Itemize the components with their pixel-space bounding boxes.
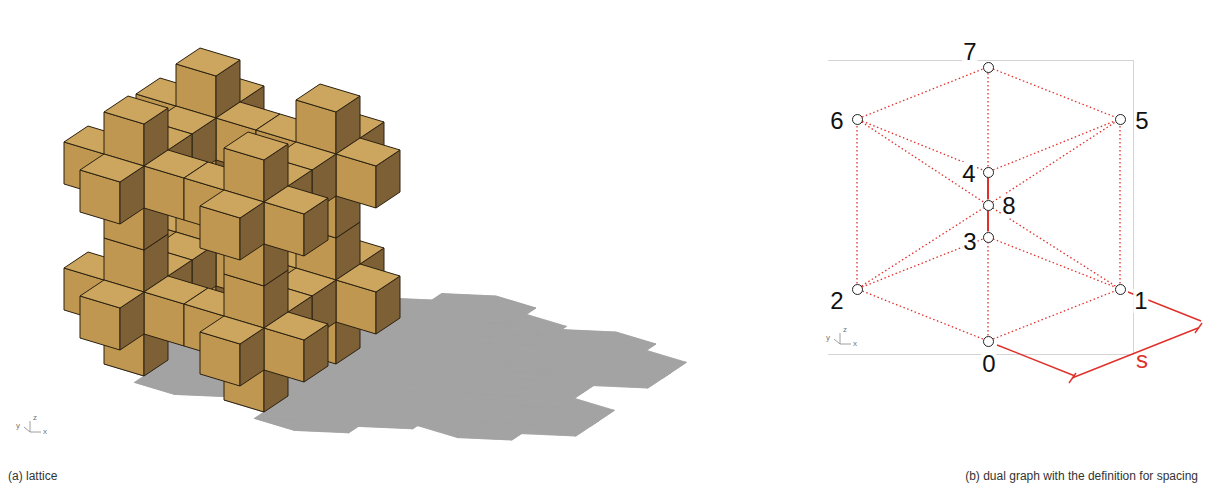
graph-edge bbox=[987, 73, 988, 167]
cube-face bbox=[336, 264, 400, 292]
graph-edge bbox=[862, 291, 983, 339]
cube-face bbox=[358, 410, 436, 428]
graph-edge bbox=[993, 69, 1115, 117]
cube-face bbox=[264, 186, 328, 214]
cube-face bbox=[458, 306, 536, 324]
cube-face bbox=[80, 154, 144, 182]
axis-label: x bbox=[853, 340, 857, 349]
axis-label: y bbox=[16, 422, 20, 431]
cube-face bbox=[430, 362, 508, 380]
vertex-number: 1 bbox=[1133, 289, 1148, 313]
graph-edge bbox=[856, 125, 857, 284]
spacing-dimension bbox=[997, 292, 1202, 383]
vertex-number: 4 bbox=[961, 162, 976, 186]
cube-face bbox=[200, 190, 264, 218]
graph-vertex: 1 bbox=[1115, 284, 1126, 295]
graph-vertex: 3 bbox=[983, 232, 994, 243]
graph-edge bbox=[993, 208, 1116, 286]
cube-face bbox=[264, 312, 328, 340]
cube-face bbox=[176, 48, 240, 76]
axis-label: y bbox=[826, 334, 830, 343]
cube-face bbox=[296, 84, 360, 112]
graph-edge bbox=[987, 178, 989, 200]
vertex-number: 6 bbox=[829, 109, 844, 133]
cube-lattice bbox=[64, 48, 400, 412]
graph-edge bbox=[862, 122, 984, 202]
axis-label: z bbox=[33, 414, 37, 423]
graph-edge bbox=[987, 211, 989, 232]
graph-edge bbox=[1119, 125, 1120, 284]
vertex-number: 8 bbox=[1001, 194, 1016, 218]
graph-vertex: 4 bbox=[983, 167, 994, 178]
graph-edge bbox=[862, 69, 983, 117]
graph-vertex: 8 bbox=[983, 200, 994, 211]
cube-face bbox=[200, 316, 264, 344]
graph-edge bbox=[993, 239, 1115, 287]
graph-edge bbox=[987, 243, 988, 336]
graph-vertex: 5 bbox=[1115, 114, 1126, 125]
graph-vertex: 2 bbox=[852, 284, 863, 295]
graph-edge bbox=[862, 208, 984, 286]
panel-caption: (b) dual graph with the definition for s… bbox=[965, 470, 1198, 483]
graph-edge bbox=[993, 291, 1115, 339]
cube-face bbox=[336, 138, 400, 166]
axis-label: x bbox=[43, 428, 47, 437]
graph-edge bbox=[993, 122, 1116, 202]
cube-face bbox=[342, 382, 420, 400]
axis-icon bbox=[24, 333, 851, 432]
cube-face bbox=[522, 418, 600, 436]
cube-face bbox=[224, 132, 288, 160]
vertex-number: 0 bbox=[981, 352, 996, 376]
vertex-number: 5 bbox=[1134, 109, 1149, 133]
cube-face bbox=[506, 390, 584, 408]
cube-face bbox=[594, 370, 672, 388]
vertex-number: 7 bbox=[962, 40, 977, 64]
cube-face bbox=[578, 342, 656, 360]
vertex-number: 3 bbox=[962, 230, 977, 254]
cube-face bbox=[104, 96, 168, 124]
panel-caption: (a) lattice bbox=[8, 470, 57, 483]
dimension-label: s bbox=[1136, 347, 1148, 373]
axis-label: z bbox=[843, 326, 847, 335]
vertex-number: 2 bbox=[829, 289, 844, 313]
graph-vertex: 7 bbox=[983, 62, 994, 73]
cube-face bbox=[414, 334, 492, 352]
cube-face bbox=[80, 280, 144, 308]
view-frame bbox=[828, 60, 1134, 355]
graph-vertex: 0 bbox=[983, 336, 994, 347]
graph-vertex: 6 bbox=[852, 114, 863, 125]
